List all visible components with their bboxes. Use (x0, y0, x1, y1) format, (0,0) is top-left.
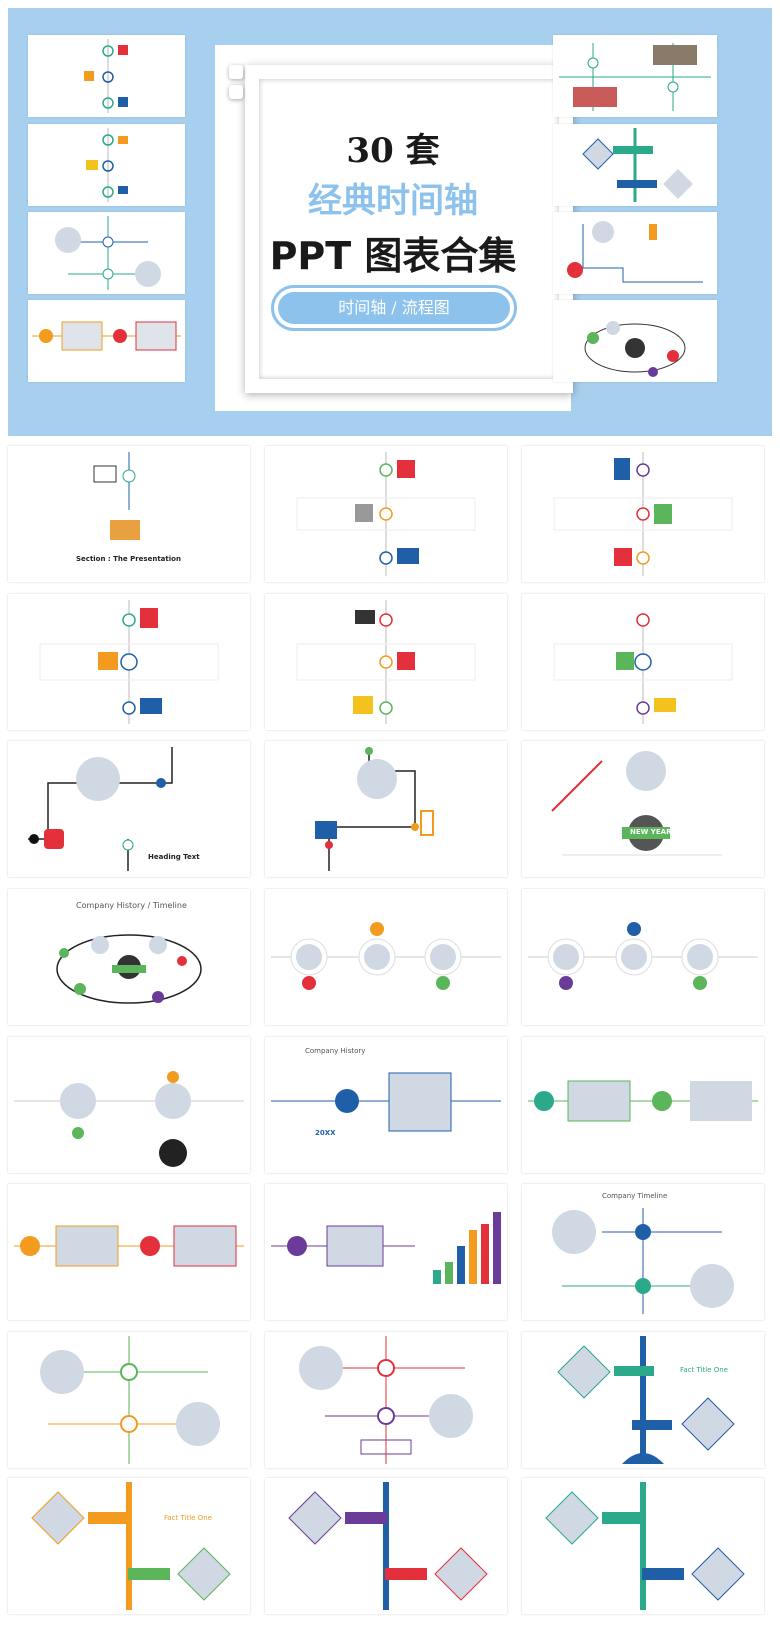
slide-events-resources[interactable] (522, 594, 764, 730)
hero-subtitle: 时间轴 / 流程图 (278, 292, 510, 324)
slide-green-frames[interactable] (522, 1037, 764, 1173)
slide-diamond-timeline-4[interactable] (522, 1478, 764, 1614)
frame-corner-dot-top (229, 65, 243, 79)
hero-title-line-2: 经典时间轴 (308, 181, 478, 221)
slide-green-orange-timeline[interactable] (8, 1332, 250, 1468)
slide-business-proposal[interactable] (265, 446, 507, 582)
hero-title-line-3: PPT 图表合集 (269, 234, 517, 278)
slide-fact-title: Fact Title One (680, 1366, 728, 1374)
slide-path-timeline-1[interactable]: Heading Text (8, 741, 250, 877)
slide-heading-text: Heading Text (148, 853, 200, 861)
slide-diamond-timeline-1[interactable]: Fact Title One (522, 1332, 764, 1468)
slide-circle-timeline-2[interactable] (522, 889, 764, 1025)
slide-products-catalogue[interactable] (265, 594, 507, 730)
slide-circle-timeline-1[interactable] (265, 889, 507, 1025)
slide-diamond-timeline-3[interactable] (265, 1478, 507, 1614)
thumbnail-left-2[interactable] (28, 124, 185, 206)
thumbnail-right-1[interactable] (553, 35, 717, 117)
slide-diamond-timeline-2[interactable]: Fact Title One (8, 1478, 250, 1614)
slide-fact-title-2: Fact Title One (164, 1514, 212, 1522)
slide-new-year-label: NEW YEAR (630, 828, 672, 836)
slide-year-label: 20XX (315, 1129, 336, 1137)
slide-company-timeline[interactable]: Company Timeline (522, 1184, 764, 1320)
hero-subtitle-pill: 时间轴 / 流程图 (271, 285, 517, 331)
slide-section-presentation[interactable]: Section : The Presentation (8, 446, 250, 582)
slide-history-title: Company History / Timeline (76, 901, 187, 910)
thumbnail-left-4[interactable] (28, 300, 185, 382)
slide-section-title: Section : The Presentation (76, 555, 181, 563)
hero-banner: 30 套 经典时间轴 PPT 图表合集 时间轴 / 流程图 (8, 8, 772, 436)
hero-title-line-1: 30 套 (346, 131, 440, 171)
hero-title-card: 30 套 经典时间轴 PPT 图表合集 时间轴 / 流程图 (215, 45, 573, 411)
slide-company-history-timeline[interactable]: Company History / Timeline (8, 889, 250, 1025)
thumbnail-left-3[interactable] (28, 212, 185, 294)
slide-bar-chart[interactable] (265, 1184, 507, 1320)
slide-path-timeline-2[interactable] (265, 741, 507, 877)
slide-company-history-title: Company History (305, 1047, 366, 1055)
slide-circle-path[interactable] (8, 1037, 250, 1173)
thumbnail-right-4[interactable] (553, 300, 717, 382)
slide-company-history[interactable]: Company History 20XX (265, 1037, 507, 1173)
frame-corner-dot-mid (229, 85, 243, 99)
slide-new-year[interactable]: NEW YEAR (522, 741, 764, 877)
thumbnail-right-3[interactable] (553, 212, 717, 294)
slide-social-media[interactable] (522, 446, 764, 582)
slide-company-timeline-title: Company Timeline (602, 1192, 668, 1200)
thumbnail-right-2[interactable] (553, 124, 717, 206)
slide-business-survey[interactable] (8, 594, 250, 730)
slide-orange-red-frames[interactable] (8, 1184, 250, 1320)
slide-red-purple-timeline[interactable] (265, 1332, 507, 1468)
thumbnail-left-1[interactable] (28, 35, 185, 117)
